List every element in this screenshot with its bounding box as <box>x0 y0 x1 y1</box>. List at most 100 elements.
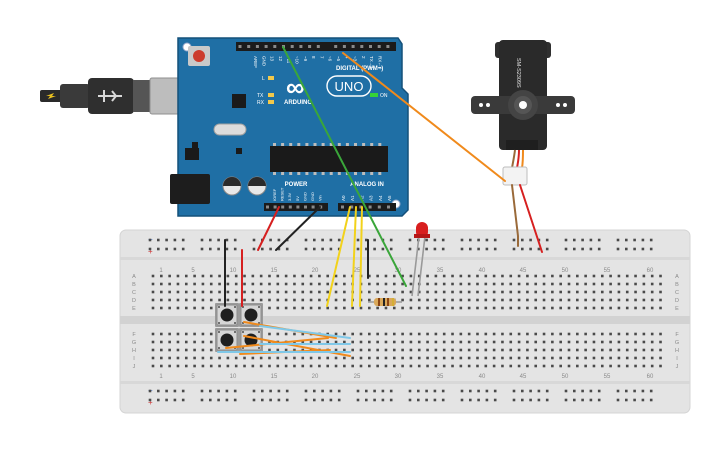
hole[interactable] <box>401 348 404 352</box>
hole[interactable] <box>417 398 420 402</box>
hole[interactable] <box>276 348 280 352</box>
hole[interactable] <box>559 348 562 352</box>
hole[interactable] <box>545 247 549 251</box>
hole[interactable] <box>234 298 238 302</box>
hole[interactable] <box>337 238 341 242</box>
hole[interactable] <box>181 398 185 402</box>
hole[interactable] <box>617 298 621 302</box>
hole[interactable] <box>343 348 346 352</box>
hole[interactable] <box>659 282 662 286</box>
hole[interactable] <box>225 389 229 393</box>
hole[interactable] <box>201 340 205 344</box>
hole[interactable] <box>157 398 160 402</box>
hole[interactable] <box>484 364 488 368</box>
hole[interactable] <box>526 332 529 336</box>
hole[interactable] <box>276 274 280 278</box>
resistor[interactable] <box>368 298 402 306</box>
hole[interactable] <box>168 340 171 344</box>
hole[interactable] <box>659 332 662 336</box>
hole[interactable] <box>584 348 587 352</box>
hole[interactable] <box>401 290 404 294</box>
hole[interactable] <box>326 290 330 294</box>
hole[interactable] <box>567 306 571 310</box>
hole[interactable] <box>517 356 521 360</box>
hole[interactable] <box>368 332 371 336</box>
hole[interactable] <box>334 340 338 344</box>
hole[interactable] <box>542 282 546 286</box>
hole[interactable] <box>200 389 204 393</box>
hole[interactable] <box>542 364 546 368</box>
hole[interactable] <box>160 306 163 310</box>
header-pin[interactable] <box>308 45 312 48</box>
hole[interactable] <box>551 332 554 336</box>
hole[interactable] <box>441 247 445 251</box>
hole[interactable] <box>426 356 429 360</box>
hole[interactable] <box>318 274 321 278</box>
header-pin[interactable] <box>316 45 320 48</box>
hole[interactable] <box>589 398 593 402</box>
hole[interactable] <box>284 298 288 302</box>
hole[interactable] <box>165 238 168 242</box>
hole[interactable] <box>368 290 371 294</box>
hole[interactable] <box>326 274 330 278</box>
hole[interactable] <box>576 290 579 294</box>
hole[interactable] <box>592 306 596 310</box>
hole[interactable] <box>251 364 255 368</box>
hole[interactable] <box>401 282 404 286</box>
hole[interactable] <box>209 398 212 402</box>
hole[interactable] <box>426 274 429 278</box>
hole[interactable] <box>259 356 263 360</box>
hole[interactable] <box>650 356 654 360</box>
hole[interactable] <box>184 282 188 286</box>
hole[interactable] <box>592 274 596 278</box>
hole[interactable] <box>301 298 305 302</box>
hole[interactable] <box>567 282 571 286</box>
hole[interactable] <box>301 340 305 344</box>
hole[interactable] <box>467 356 471 360</box>
hole[interactable] <box>567 274 571 278</box>
hole[interactable] <box>157 389 160 393</box>
hole[interactable] <box>584 274 587 278</box>
hole[interactable] <box>649 247 653 251</box>
hole[interactable] <box>509 332 513 336</box>
hole[interactable] <box>176 290 180 294</box>
hole[interactable] <box>243 356 246 360</box>
header-pin[interactable] <box>342 45 346 48</box>
hole[interactable] <box>625 389 628 393</box>
hole[interactable] <box>592 348 596 352</box>
hole[interactable] <box>168 282 171 286</box>
hole[interactable] <box>334 274 338 278</box>
hole[interactable] <box>659 290 662 294</box>
hole[interactable] <box>484 348 488 352</box>
hole[interactable] <box>534 306 538 310</box>
hole[interactable] <box>261 247 264 251</box>
hole[interactable] <box>318 298 321 302</box>
hole[interactable] <box>209 290 213 294</box>
hole[interactable] <box>201 332 205 336</box>
hole[interactable] <box>581 398 584 402</box>
hole[interactable] <box>625 364 629 368</box>
header-pin[interactable] <box>360 45 364 48</box>
hole[interactable] <box>209 306 213 310</box>
hole[interactable] <box>617 364 621 368</box>
hole[interactable] <box>589 247 593 251</box>
hole[interactable] <box>343 274 346 278</box>
hole[interactable] <box>304 238 308 242</box>
hole[interactable] <box>597 238 601 242</box>
hole[interactable] <box>633 247 636 251</box>
hole[interactable] <box>160 298 163 302</box>
hole[interactable] <box>625 274 629 278</box>
hole[interactable] <box>151 298 155 302</box>
hole[interactable] <box>201 298 205 302</box>
hole[interactable] <box>343 298 346 302</box>
hole[interactable] <box>526 356 529 360</box>
hole[interactable] <box>567 332 571 336</box>
hole[interactable] <box>251 282 255 286</box>
hole[interactable] <box>617 274 621 278</box>
hole[interactable] <box>492 340 496 344</box>
hole[interactable] <box>373 398 376 402</box>
hole[interactable] <box>476 274 479 278</box>
hole[interactable] <box>243 282 246 286</box>
hole[interactable] <box>501 306 504 310</box>
hole[interactable] <box>343 282 346 286</box>
